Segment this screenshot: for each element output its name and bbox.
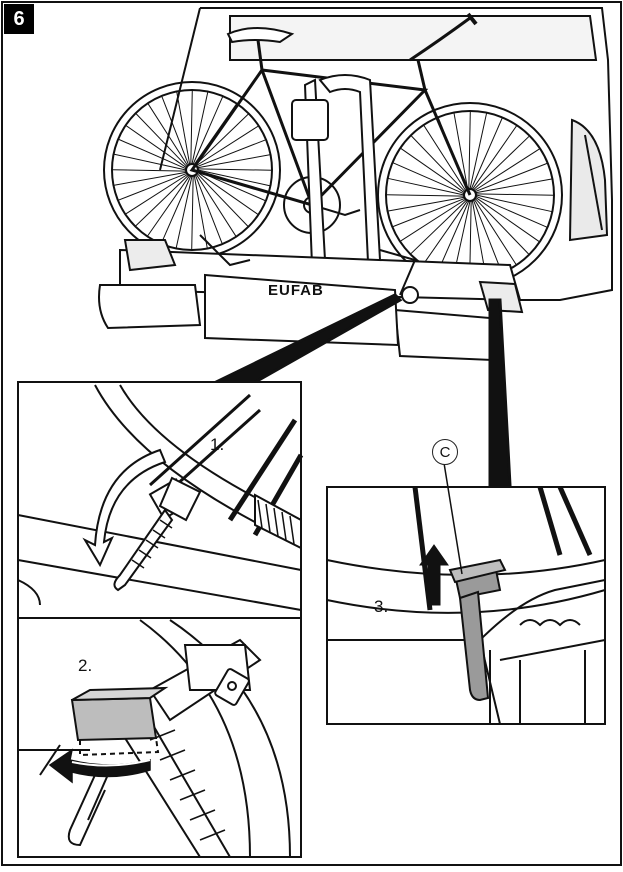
spoke <box>437 117 468 191</box>
spoke <box>146 175 191 237</box>
spoke <box>190 89 193 165</box>
spoke <box>117 172 188 201</box>
spoke <box>118 138 187 170</box>
spoke <box>387 196 465 212</box>
spoke <box>191 175 194 251</box>
spoke <box>195 125 259 167</box>
spoke <box>197 171 259 216</box>
front-wheel-spokes <box>385 110 555 280</box>
carrier-brand-label: EUFAB <box>268 282 324 299</box>
spoke <box>475 196 540 243</box>
spoke <box>474 197 530 255</box>
grey-strap <box>448 558 507 702</box>
rear-wheel-spokes <box>111 89 273 251</box>
detail-panel-steps-1-2 <box>17 381 304 858</box>
spoke <box>422 200 469 265</box>
spoke <box>385 194 465 197</box>
spoke <box>392 162 465 195</box>
spoke <box>111 169 187 172</box>
spoke <box>113 171 187 186</box>
spoke <box>196 139 267 168</box>
spoke <box>134 174 190 227</box>
spoke <box>475 194 553 213</box>
spoke <box>197 168 273 171</box>
spoke <box>192 96 224 165</box>
spoke <box>399 198 467 242</box>
spoke <box>160 175 192 244</box>
spoke <box>475 178 553 194</box>
spoke <box>453 112 469 190</box>
spoke <box>125 124 187 169</box>
spoke <box>197 170 266 202</box>
spoke <box>197 169 271 187</box>
spoke <box>475 195 548 228</box>
release-buckle <box>70 686 169 757</box>
spoke <box>472 135 530 191</box>
spoke <box>400 147 465 194</box>
pull-up-arrow-icon <box>419 544 449 606</box>
spoke <box>423 124 467 192</box>
spoke <box>193 175 208 249</box>
spoke <box>175 175 193 249</box>
spoke <box>392 197 466 228</box>
spoke <box>197 154 271 169</box>
spoke <box>410 199 468 255</box>
spoke <box>147 103 189 167</box>
spoke <box>135 112 188 168</box>
car-rear <box>159 7 613 301</box>
spoke <box>470 117 503 190</box>
spoke <box>468 110 471 190</box>
spoke <box>194 174 223 245</box>
spoke <box>194 113 250 166</box>
spoke <box>475 193 555 196</box>
step-label-2: 2. <box>78 656 93 675</box>
spoke <box>474 162 548 193</box>
detail-panel-step-3 <box>326 462 606 725</box>
spoke <box>473 198 517 266</box>
spoke <box>195 173 237 237</box>
spoke <box>473 148 541 192</box>
zoom-connector-lines <box>209 293 512 487</box>
callout-leader-line <box>443 462 463 575</box>
spoke <box>125 173 189 215</box>
spoke <box>196 172 249 228</box>
spoke <box>191 91 209 165</box>
bike-carrier <box>98 74 524 362</box>
spoke <box>437 200 470 273</box>
tighten-arrow-icon <box>82 448 167 568</box>
callout-c: C <box>432 439 458 465</box>
spoke <box>113 153 187 171</box>
spoke <box>193 103 238 165</box>
spoke <box>387 177 465 196</box>
spoke <box>176 91 191 165</box>
spoke <box>471 125 518 190</box>
spoke <box>161 95 190 166</box>
spoke <box>469 112 488 190</box>
step-label-1: 1. <box>210 435 225 454</box>
spoke <box>472 199 503 273</box>
step-number-badge: 6 <box>4 4 34 34</box>
step-label-3: 3. <box>374 597 389 616</box>
spoke <box>410 135 466 193</box>
